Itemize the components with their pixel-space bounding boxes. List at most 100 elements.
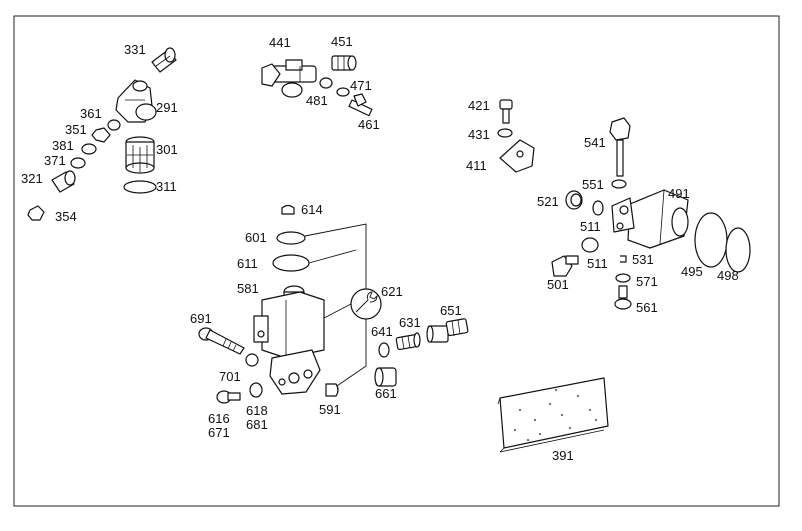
plug-521[interactable] [565, 190, 583, 210]
solenoid-valve-491[interactable] [611, 189, 689, 249]
label-498: 498 [717, 268, 739, 283]
label-511b: 511 [587, 256, 608, 271]
label-361: 361 [80, 106, 102, 121]
sheet-speckles [514, 389, 597, 441]
label-291: 291 [156, 100, 178, 115]
washer-551[interactable] [611, 179, 627, 189]
label-421: 421 [468, 98, 490, 113]
ring-611[interactable] [272, 254, 310, 272]
label-441: 441 [269, 35, 291, 50]
group-top-right: 421 431 411 541 551 491 521 511 511 531 … [466, 98, 751, 315]
ring-311[interactable] [123, 180, 157, 194]
clip-531[interactable] [620, 255, 627, 263]
leader-581-621 [323, 303, 352, 319]
ring-495[interactable] [694, 212, 728, 268]
ring-511a[interactable] [592, 200, 604, 216]
label-451: 451 [331, 34, 353, 49]
label-481: 481 [306, 93, 328, 108]
fitting-631[interactable] [395, 332, 421, 351]
label-681: 681 [246, 417, 268, 432]
sleeve-661[interactable] [374, 367, 397, 387]
label-591: 591 [319, 402, 341, 417]
fitting-451[interactable] [331, 55, 357, 71]
fitting-331[interactable] [151, 47, 177, 73]
cap-354[interactable] [27, 205, 45, 221]
label-331: 331 [124, 42, 146, 57]
leader-601-621 [304, 223, 367, 289]
leader-611-621 [308, 249, 357, 264]
label-571: 571 [636, 274, 658, 289]
label-511a: 511 [580, 219, 601, 234]
ring-511b[interactable] [581, 237, 599, 253]
washer-381[interactable] [81, 143, 97, 155]
ring-641[interactable] [378, 342, 390, 358]
group-top-center: 441 451 481 471 461 [261, 34, 380, 132]
bolt-561[interactable] [614, 285, 632, 310]
label-495: 495 [681, 264, 703, 279]
label-541: 541 [584, 135, 606, 150]
label-621: 621 [381, 284, 403, 299]
cap-614[interactable] [281, 204, 295, 215]
label-471: 471 [350, 78, 372, 93]
label-551: 551 [582, 177, 604, 192]
cap-591[interactable] [325, 383, 339, 397]
label-631: 631 [399, 315, 421, 330]
label-701: 701 [219, 369, 241, 384]
bracket-411[interactable] [499, 139, 535, 173]
bolt-541[interactable] [609, 117, 631, 177]
ring-618[interactable] [249, 382, 263, 398]
washer-471[interactable] [336, 87, 350, 97]
leader-591-621 [333, 319, 367, 389]
label-391: 391 [552, 448, 574, 463]
label-616: 616 [208, 411, 230, 426]
ring-498[interactable] [725, 227, 751, 273]
washer-571[interactable] [615, 273, 631, 283]
label-491: 491 [668, 186, 690, 201]
bolt-691[interactable] [198, 327, 245, 355]
label-614: 614 [301, 202, 323, 217]
label-581: 581 [237, 281, 259, 296]
label-521: 521 [537, 194, 559, 209]
label-601: 601 [245, 230, 267, 245]
washer-361[interactable] [107, 119, 121, 131]
bolt-616[interactable] [216, 390, 241, 404]
nut-351[interactable] [91, 127, 111, 143]
label-661: 661 [375, 386, 397, 401]
label-561: 561 [636, 300, 658, 315]
solenoid-valve-581[interactable] [253, 285, 325, 395]
label-461: 461 [358, 117, 380, 132]
valve-body-291[interactable] [115, 79, 157, 123]
group-center: 614 601 611 581 621 651 631 641 691 701 … [190, 202, 469, 440]
label-501: 501 [547, 277, 569, 292]
fitting-651[interactable] [426, 318, 469, 343]
label-691: 691 [190, 311, 212, 326]
label-611: 611 [237, 256, 258, 271]
label-321: 321 [21, 171, 43, 186]
label-431: 431 [468, 127, 490, 142]
label-351: 351 [65, 122, 87, 137]
ring-601[interactable] [276, 231, 306, 245]
washer-431[interactable] [497, 128, 513, 138]
group-top-left: 331 291 361 351 381 371 321 354 301 311 [21, 42, 178, 224]
label-651: 651 [440, 303, 462, 318]
tool-symbol-621 [350, 288, 382, 320]
label-411: 411 [466, 158, 487, 173]
label-354: 354 [55, 209, 77, 224]
fitting-321[interactable] [51, 170, 76, 193]
gasket-sheet-391[interactable] [497, 377, 609, 453]
label-641: 641 [371, 324, 393, 339]
label-371: 371 [44, 153, 66, 168]
bolt-461[interactable] [348, 93, 373, 117]
washer-371[interactable] [70, 157, 86, 169]
label-618: 618 [246, 403, 268, 418]
bolt-421[interactable] [499, 99, 513, 124]
diagram-frame [13, 15, 780, 507]
plug-501[interactable] [551, 255, 579, 277]
tee-fitting-441[interactable] [261, 59, 317, 98]
strainer-301[interactable] [125, 136, 155, 174]
washer-481[interactable] [319, 77, 333, 89]
label-671: 671 [208, 425, 230, 440]
washer-701[interactable] [245, 353, 259, 367]
label-301: 301 [156, 142, 178, 157]
